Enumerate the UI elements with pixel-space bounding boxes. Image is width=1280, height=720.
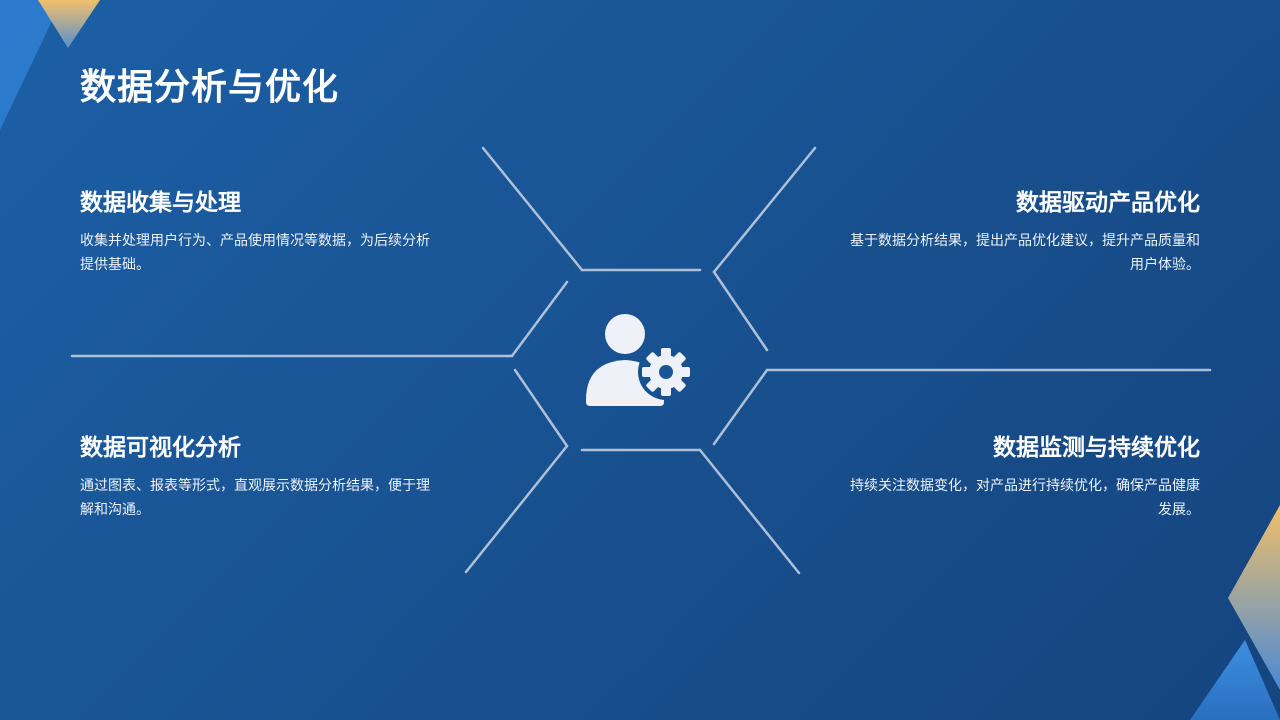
page-title: 数据分析与优化 [80, 67, 340, 108]
corner-triangle-gold [38, 0, 100, 48]
section-description: 基于数据分析结果，提出产品优化建议，提升产品质量和用户体验。 [850, 233, 1200, 273]
hexagon-lines [70, 146, 1212, 575]
section-description: 持续关注数据变化，对产品进行持续优化，确保产品健康发展。 [850, 478, 1200, 518]
section-data-collection: 数据收集与处理 收集并处理用户行为、产品使用情况等数据，为后续分析提供基础。 [80, 183, 440, 277]
section-data-driven-optimization: 数据驱动产品优化 基于数据分析结果，提出产品优化建议，提升产品质量和用户体验。 [840, 183, 1200, 277]
section-heading: 数据驱动产品优化 [1016, 190, 1200, 216]
corner-triangle-right-gold [1228, 505, 1280, 690]
section-heading: 数据监测与持续优化 [993, 435, 1200, 461]
section-heading: 数据收集与处理 [80, 190, 241, 216]
corner-triangle-bottom-blue [1190, 640, 1280, 720]
section-description: 通过图表、报表等形式，直观展示数据分析结果，便于理解和沟通。 [80, 478, 430, 518]
section-data-visualization: 数据可视化分析 通过图表、报表等形式，直观展示数据分析结果，便于理解和沟通。 [80, 428, 440, 522]
section-data-monitoring: 数据监测与持续优化 持续关注数据变化，对产品进行持续优化，确保产品健康发展。 [840, 428, 1200, 522]
section-description: 收集并处理用户行为、产品使用情况等数据，为后续分析提供基础。 [80, 233, 430, 273]
user-gear-icon [586, 314, 690, 406]
corner-triangle-left-blue [0, 0, 62, 130]
section-heading: 数据可视化分析 [80, 435, 241, 461]
